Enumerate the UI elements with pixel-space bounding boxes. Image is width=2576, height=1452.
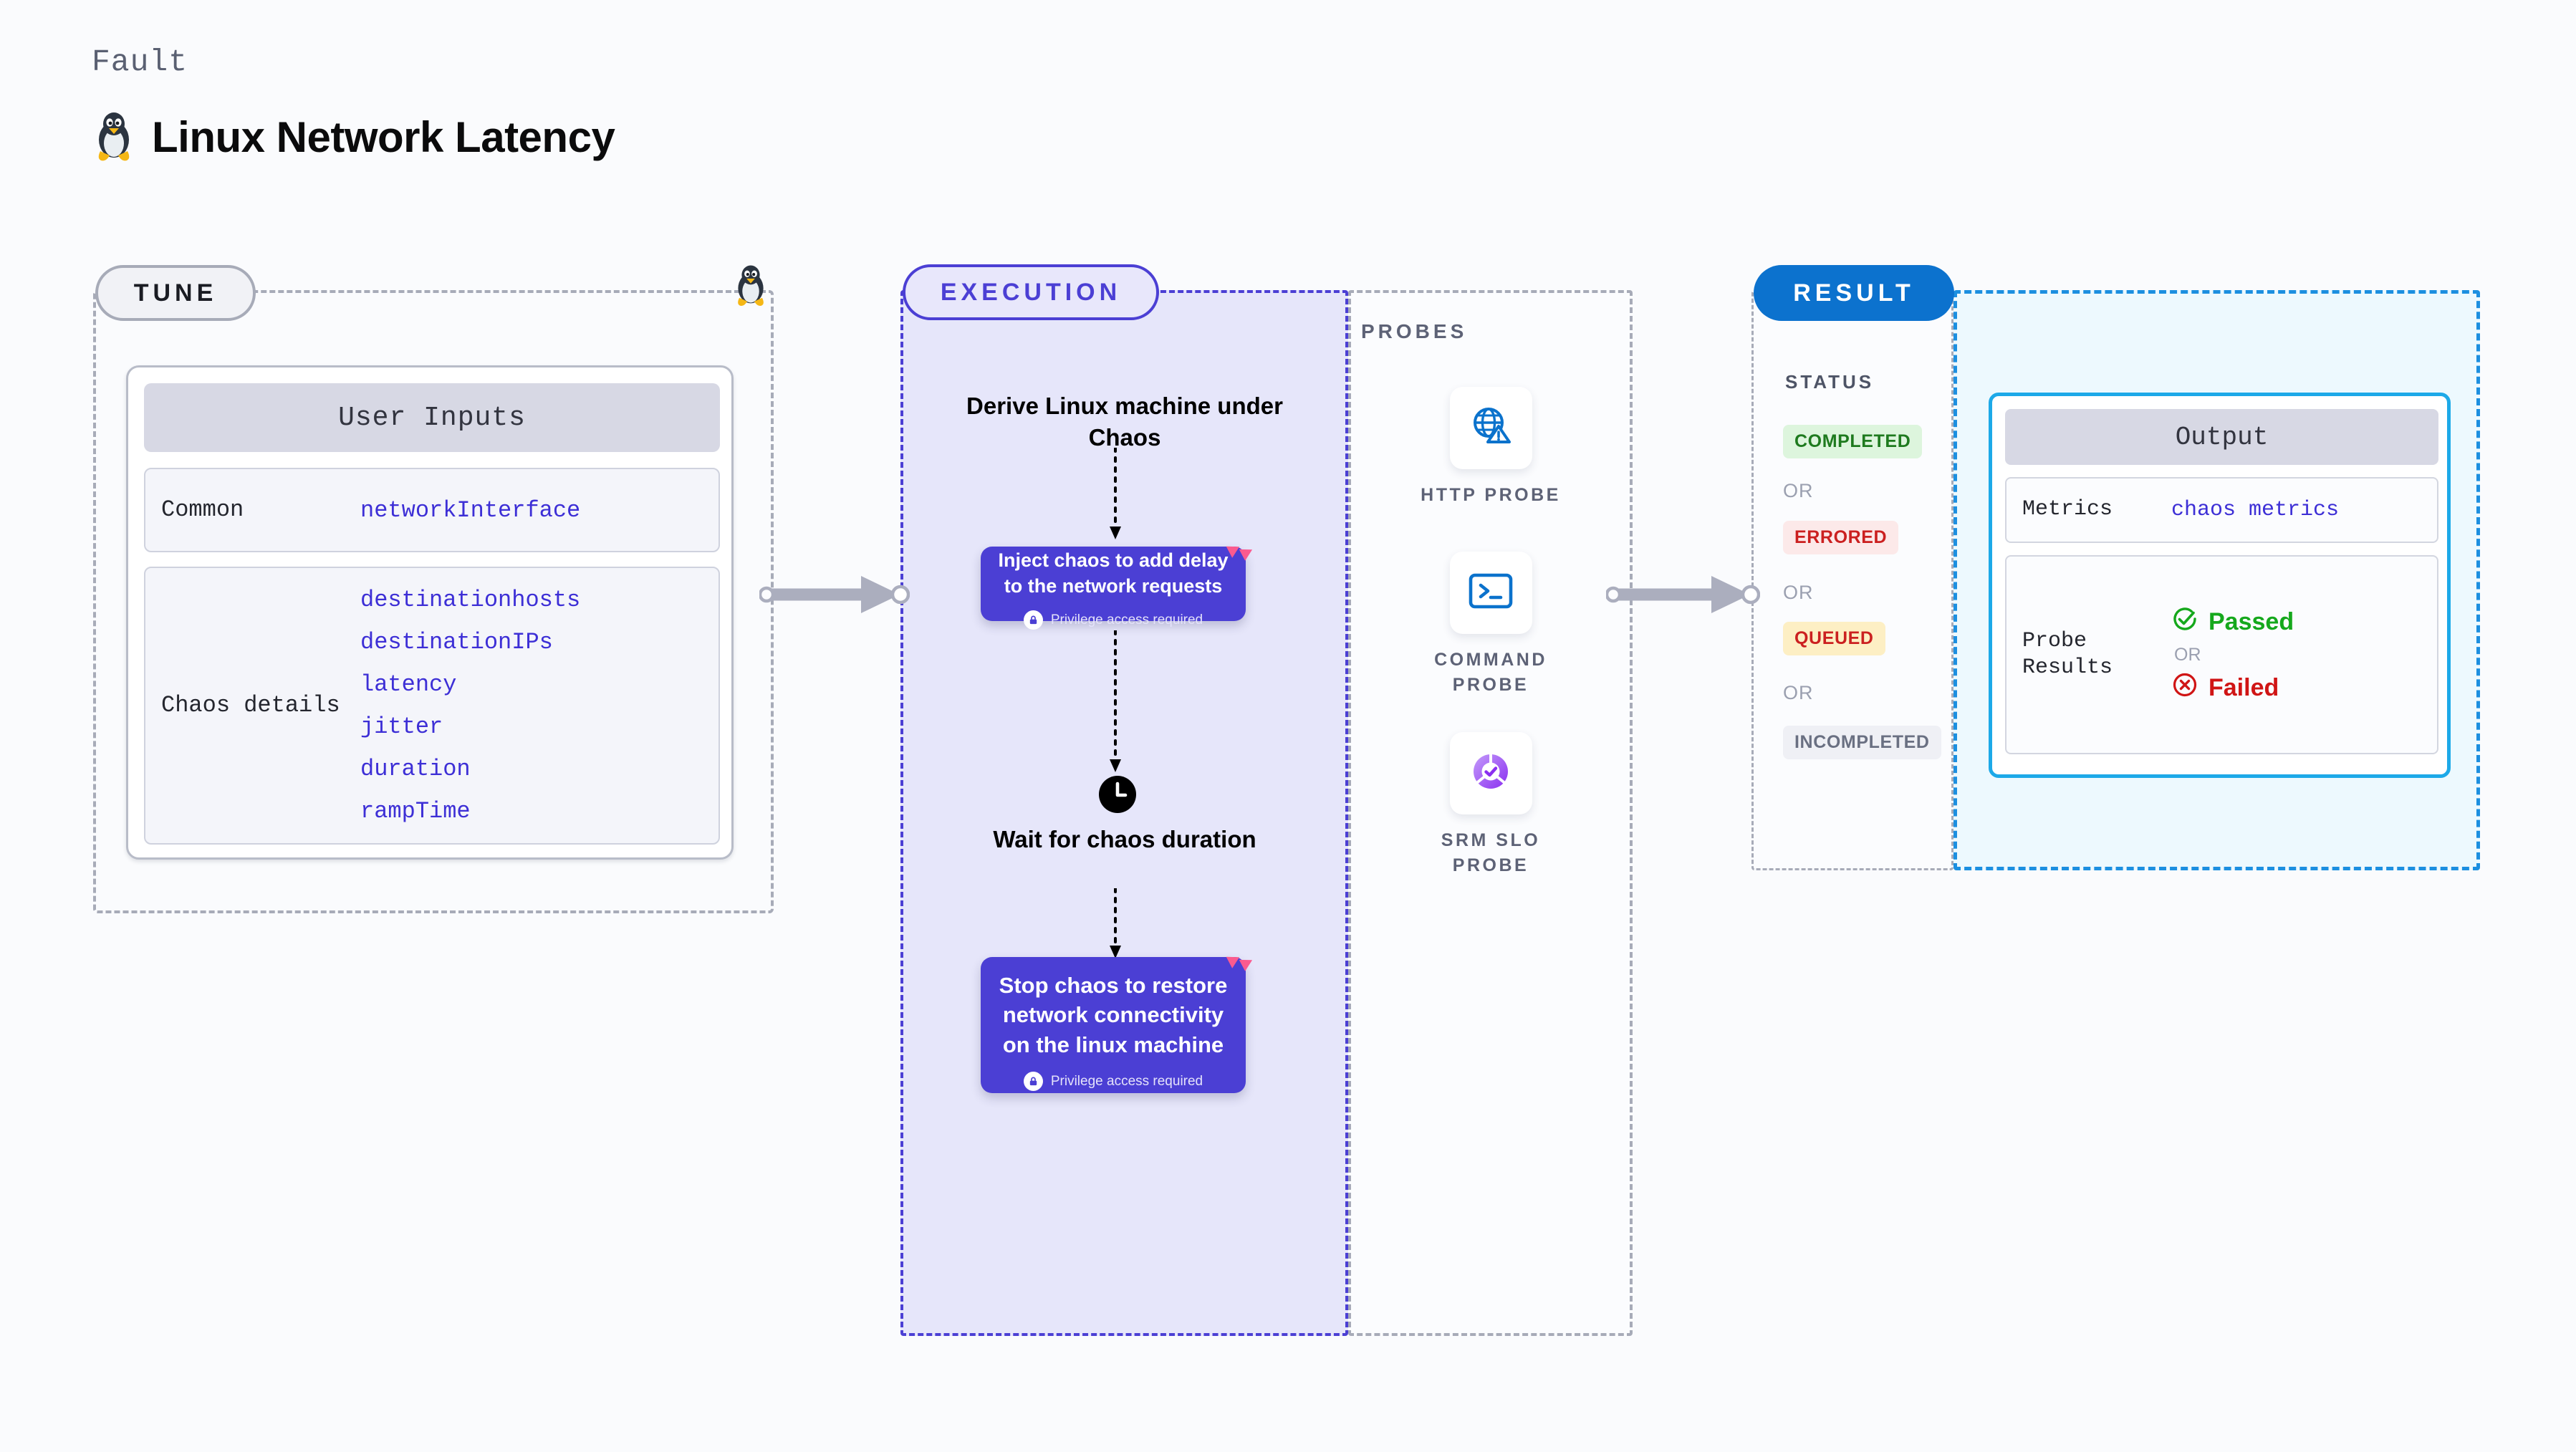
privilege-required-row: Privilege access required xyxy=(1023,1072,1203,1092)
x-circle-icon xyxy=(2171,671,2198,705)
tune-pill[interactable]: TUNE xyxy=(95,265,256,321)
execution-step-derive-label: Derive Linux machine under Chaos xyxy=(966,393,1283,451)
globe-warning-icon xyxy=(1468,403,1514,453)
output-group-probe-results: Probe Results Passed OR xyxy=(2005,555,2438,754)
status-panel xyxy=(1751,290,1953,870)
lock-icon xyxy=(1023,1072,1043,1092)
probe-failed-label: Failed xyxy=(2209,673,2279,701)
probe-card[interactable] xyxy=(1449,387,1532,469)
probe-results-values: Passed OR Failed xyxy=(2171,605,2294,705)
result-pill[interactable]: RESULT xyxy=(1754,265,1954,321)
status-or-label: OR xyxy=(1783,682,1814,703)
connector-tune-to-execution xyxy=(758,573,910,620)
status-or-label: OR xyxy=(1783,480,1814,501)
page-header: Fault Linux Network Latency xyxy=(92,44,615,163)
linux-penguin-icon xyxy=(92,111,136,163)
probe-result-failed: Failed xyxy=(2171,671,2294,705)
status-section-label: STATUS xyxy=(1785,371,1875,393)
status-or-label: OR xyxy=(1783,582,1814,603)
probe-card[interactable] xyxy=(1449,732,1532,814)
page-title: Linux Network Latency xyxy=(152,112,615,161)
input-value[interactable]: destinationhosts xyxy=(360,587,581,613)
execution-card-inject-chaos[interactable]: Inject chaos to add delay to the network… xyxy=(981,546,1253,630)
probe-caption: SRM SLO PROBE xyxy=(1441,830,1541,875)
input-value[interactable]: rampTime xyxy=(360,798,471,824)
user-inputs-header: User Inputs xyxy=(144,383,720,452)
status-badge-incompleted: INCOMPLETED xyxy=(1783,726,1941,759)
flow-arrow-down-icon xyxy=(1107,887,1123,963)
input-group-label: Chaos details xyxy=(161,692,340,718)
output-card: Output Metrics chaos metrics Probe Resul… xyxy=(1989,393,2451,778)
output-group-metrics: Metrics chaos metrics xyxy=(2005,477,2438,543)
flow-arrow-down-icon xyxy=(1107,446,1123,544)
input-group-values: destinationhosts destinationIPs latency … xyxy=(360,587,580,824)
slo-donut-check-icon xyxy=(1468,749,1514,798)
output-metrics-label: Metrics xyxy=(2022,497,2113,522)
execution-card-stop-chaos[interactable]: Stop chaos to restore network connectivi… xyxy=(981,956,1253,1093)
status-badge-errored: ERRORED xyxy=(1783,521,1899,554)
input-group-values: networkInterface xyxy=(360,497,580,524)
page-title-row: Linux Network Latency xyxy=(92,111,615,163)
execution-step-wait-label: Wait for chaos duration xyxy=(993,826,1256,852)
probe-result-passed: Passed xyxy=(2171,605,2294,639)
status-badge-queued: QUEUED xyxy=(1783,622,1885,655)
output-probe-results-label: Probe Results xyxy=(2022,628,2113,681)
input-group-common: Common networkInterface xyxy=(144,468,720,552)
flow-arrow-down-icon xyxy=(1107,629,1123,777)
terminal-icon xyxy=(1468,572,1514,614)
input-value[interactable]: jitter xyxy=(360,713,443,740)
lock-icon xyxy=(1023,610,1043,630)
input-value[interactable]: latency xyxy=(360,671,457,698)
probe-caption: HTTP PROBE xyxy=(1421,485,1561,505)
card-title: Inject chaos to add delay to the network… xyxy=(998,549,1229,597)
probes-section-label: PROBES xyxy=(1361,320,1468,342)
status-badge-completed: COMPLETED xyxy=(1783,425,1923,458)
input-value[interactable]: duration xyxy=(360,756,471,782)
check-circle-icon xyxy=(2171,605,2198,639)
fault-eyebrow: Fault xyxy=(92,44,188,80)
privilege-required-row: Privilege access required xyxy=(1023,610,1203,630)
harness-arrow-badge-icon xyxy=(1226,536,1256,569)
connector-probes-to-result xyxy=(1605,573,1761,620)
probe-passed-label: Passed xyxy=(2209,607,2294,635)
input-group-label: Common xyxy=(161,496,244,523)
probe-caption: COMMAND PROBE xyxy=(1434,650,1547,695)
execution-pill[interactable]: EXECUTION xyxy=(903,264,1159,320)
privilege-required-label: Privilege access required xyxy=(1050,612,1203,628)
user-inputs-card: User Inputs Common networkInterface Chao… xyxy=(126,365,734,860)
output-metrics-value[interactable]: chaos metrics xyxy=(2171,498,2340,522)
probe-item-srm-slo[interactable]: SRM SLO PROBE xyxy=(1419,732,1562,878)
clock-icon xyxy=(1098,775,1137,817)
tune-panel xyxy=(93,290,774,913)
execution-panel xyxy=(900,290,1348,1336)
input-value[interactable]: destinationIPs xyxy=(360,629,553,655)
linux-penguin-icon xyxy=(732,264,769,312)
input-group-chaos-details: Chaos details destinationhosts destinati… xyxy=(144,567,720,845)
card-title: Stop chaos to restore network connectivi… xyxy=(999,972,1228,1057)
probe-item-command[interactable]: COMMAND PROBE xyxy=(1419,552,1562,697)
output-header: Output xyxy=(2005,409,2438,465)
input-value[interactable]: networkInterface xyxy=(360,496,581,524)
privilege-required-label: Privilege access required xyxy=(1050,1073,1203,1089)
probe-item-http[interactable]: HTTP PROBE xyxy=(1419,387,1562,508)
probe-card[interactable] xyxy=(1449,552,1532,634)
probe-or-label: OR xyxy=(2174,644,2201,665)
harness-arrow-badge-icon xyxy=(1226,946,1256,980)
